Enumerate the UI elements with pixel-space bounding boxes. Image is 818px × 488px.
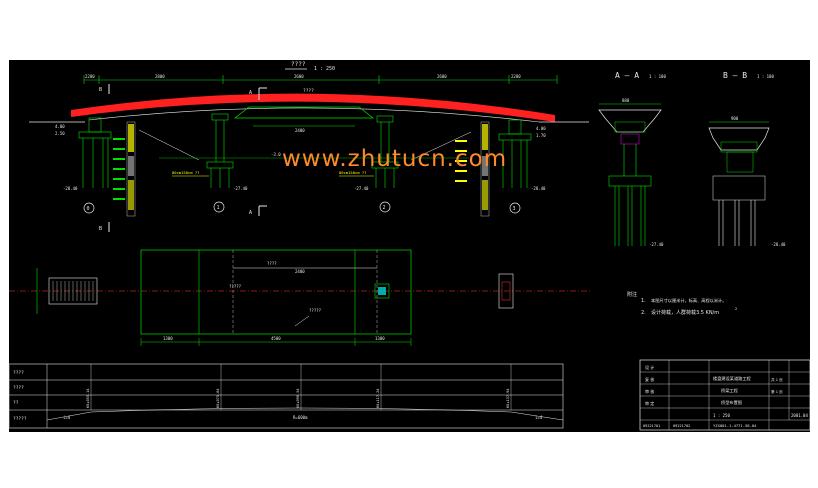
watermark: www.zhutucn.com xyxy=(282,146,508,172)
profile-table: ???? ???? ?? ????? K0+055.14 K0+075.84 K… xyxy=(9,363,564,429)
tb-project: 楼盘建设某道路工程 xyxy=(713,375,752,382)
dim-edge-right: 2280 xyxy=(511,74,521,79)
tb-date: 2001.04 xyxy=(791,413,808,418)
cad-drawing: ???? 1 : 250 2280 2800 2600 2600 2280 24… xyxy=(9,60,810,432)
station-4: K0+137.94 xyxy=(506,389,510,408)
section-aa-scale: 1 : 100 xyxy=(649,74,666,79)
tb-row-label-0: 设 计 xyxy=(645,364,654,370)
section-mark-b-top: B xyxy=(99,87,102,93)
plan-dim-right: 1300 xyxy=(375,336,385,341)
table-foot-left: i=4 xyxy=(63,415,71,420)
section-bb-bottom: -28.40 xyxy=(771,242,786,247)
elev-left-2: 2.50 xyxy=(55,131,65,136)
plan-span: 2400 xyxy=(295,269,305,274)
tb-row-label-2: 审 核 xyxy=(645,388,654,394)
station-2: K0+096.54 xyxy=(296,389,300,408)
elev-left-1: 4.00 xyxy=(55,124,65,129)
note-1-num: 1. xyxy=(641,298,646,304)
section-aa-width: 880 xyxy=(622,98,630,103)
road-label-left: 80cm150cm ?? xyxy=(172,170,199,175)
road-label-right: 80cm150cm ?? xyxy=(339,170,366,175)
section-mark-a-top: A xyxy=(249,90,252,96)
pier-right-bottom: -28.40 xyxy=(531,186,546,191)
section-aa-title: A — A xyxy=(615,71,639,80)
tb-row-label-3: 审 定 xyxy=(645,400,654,406)
table-row-label-0: ???? xyxy=(13,370,24,376)
station-3: K0+117.24 xyxy=(376,389,380,408)
bridge-deck xyxy=(71,93,555,122)
station-1: K0+075.84 xyxy=(216,389,220,408)
elev-right-1: 4.00 xyxy=(536,126,546,131)
geology-notes-left xyxy=(113,138,125,200)
pier-label-0: 0 xyxy=(87,206,90,212)
plan-view: ???? 2400 ????? ????? 1300 4500 1300 xyxy=(9,249,591,346)
pier-1: -27.40 1 80cm150cm ?? xyxy=(172,113,248,213)
plan-dim-mid: 4500 xyxy=(271,336,281,341)
tb-id-0: 09221701 xyxy=(643,424,660,428)
mid-level: -3.0 xyxy=(271,152,281,157)
elevation-title: ???? xyxy=(291,61,306,68)
pier-label-1: 1 xyxy=(217,205,220,211)
table-row-label-1: ???? xyxy=(13,385,24,391)
tb-id-1: 09221702 xyxy=(673,424,690,428)
section-bb: B — B 1 : 100 900 -28.40 xyxy=(708,71,786,247)
section-aa-bottom: -27.40 xyxy=(649,242,664,247)
notes: 附注 1. 本图尺寸以厘米计，标高、高程以米计。 2. 设计荷载，人群荷载3.5… xyxy=(627,291,737,316)
tb-drawing-name-2: 桥型布置图 xyxy=(721,399,742,406)
pier-label-3: 3 xyxy=(513,206,516,212)
pier-label-2: 2 xyxy=(383,205,386,211)
pier1-bottom: -27.40 xyxy=(233,186,248,191)
station-columns: K0+055.14 K0+075.84 K0+096.54 K0+117.24 … xyxy=(86,364,512,410)
geology-notes-right xyxy=(455,140,467,182)
abutment-right: 4.00 1.70 -28.40 3 xyxy=(480,119,546,217)
girder-dim: 2400 xyxy=(295,128,305,133)
pier2-bottom: -27.40 xyxy=(354,186,369,191)
section-aa: A — A 1 : 100 880 -27.40 xyxy=(598,71,666,247)
pier-left-bottom: -28.40 xyxy=(63,186,78,191)
tb-drawing-name-1: 桥梁工程 xyxy=(721,387,739,394)
note-2-sup: 2 xyxy=(735,307,737,311)
note-2: 设计荷载，人群荷载3.5 KN/m xyxy=(651,309,719,316)
drawing-canvas: ???? 1 : 250 2280 2800 2600 2600 2280 24… xyxy=(9,61,810,431)
dim-span-left: 2800 xyxy=(155,74,165,79)
section-bb-scale: 1 : 100 xyxy=(757,74,774,79)
notes-heading: 附注 xyxy=(627,291,637,298)
abutment-left: 4.00 2.50 -28.40 0 xyxy=(55,117,136,217)
plan-label-top: ???? xyxy=(267,261,277,266)
table-row-label-3: ????? xyxy=(13,416,27,422)
tb-row-label-1: 复 核 xyxy=(645,376,654,382)
elev-right-2: 1.70 xyxy=(536,133,546,138)
table-foot-right: i=4 xyxy=(535,415,543,420)
station-0: K0+055.14 xyxy=(86,389,90,408)
tb-sheet-total: 共 1 页 xyxy=(771,377,783,382)
title-block: 设 计 复 核 审 核 审 定 楼盘建设某道路工程 桥梁工程 桥型布置图 共 1… xyxy=(639,359,810,431)
section-mark-a-bottom: A xyxy=(249,210,252,216)
table-foot-mid: R=600m xyxy=(293,415,308,420)
dim-span-right: 2600 xyxy=(437,74,447,79)
tb-sheet-label: 第 1 页 xyxy=(771,389,783,394)
pier-2: -27.40 2 80cm150cm ?? xyxy=(339,115,399,213)
note-2-num: 2. xyxy=(641,310,646,316)
section-bb-title: B — B xyxy=(723,71,747,80)
dim-edge-left: 2280 xyxy=(85,74,95,79)
plan-dim-left: 1300 xyxy=(163,336,173,341)
note-1: 本图尺寸以厘米计，标高、高程以米计。 xyxy=(651,297,726,304)
plan-label-low: ????? xyxy=(309,308,322,313)
table-row-label-2: ?? xyxy=(13,400,19,406)
plan-label-mid: ????? xyxy=(229,284,242,289)
tb-drawing-no: YZX001.1-4771-58-04 xyxy=(713,423,757,428)
elevation-view: ???? 1 : 250 2280 2800 2600 2600 2280 24… xyxy=(29,61,589,232)
girder-note: ???? xyxy=(303,88,314,94)
dim-span-mid: 2600 xyxy=(294,74,304,79)
section-mark-b-bottom: B xyxy=(99,226,102,232)
section-bb-width: 900 xyxy=(731,116,739,121)
tb-scale: 1 : 250 xyxy=(713,413,730,418)
elevation-scale: 1 : 250 xyxy=(314,66,335,72)
